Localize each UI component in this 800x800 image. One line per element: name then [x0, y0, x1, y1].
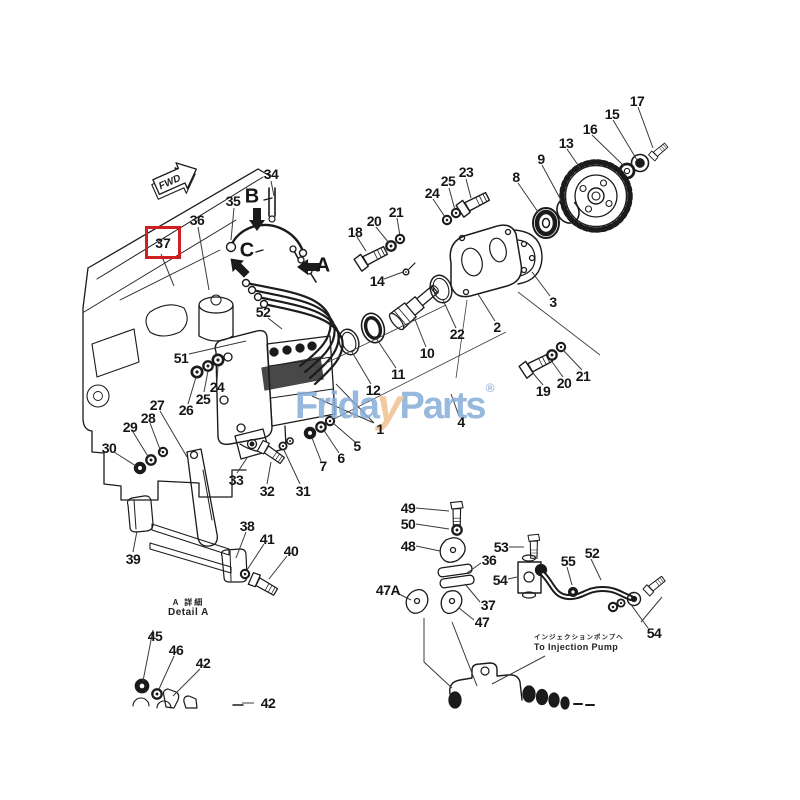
timing-gear — [559, 159, 633, 233]
fwd-arrow-label: FWD — [151, 162, 197, 200]
detail-a-japanese: A 詳細 — [172, 598, 205, 607]
logo-y-swoosh-icon: y — [376, 379, 403, 431]
leader-lines — [113, 106, 663, 704]
bottom-pump-partial — [448, 662, 595, 710]
to-injection-pump-english: To Injection Pump — [534, 642, 619, 653]
registered-mark: ® — [485, 381, 495, 395]
logo-text-frida: Frida — [295, 385, 380, 427]
highlighted-part-37: 37 — [145, 226, 181, 259]
injection-pump-assembly — [214, 329, 336, 453]
gear-train-parts — [532, 141, 670, 239]
to-injection-pump-caption: インジェクションポンプへ To Injection Pump — [534, 634, 624, 653]
to-injection-pump-japanese: インジェクションポンプへ — [534, 634, 624, 641]
exploded-pipe — [225, 187, 308, 258]
linkage-detail — [126, 495, 280, 599]
pump-shaft-parts — [338, 262, 453, 356]
logo-text-parts: Parts — [399, 385, 487, 427]
arrow-c-icon — [224, 252, 254, 282]
lever-and-bracket — [186, 428, 287, 547]
direction-arrows — [224, 197, 321, 282]
detail-a-caption: A 詳細 Detail A — [168, 598, 209, 619]
small-parts-bottom-left — [132, 678, 244, 709]
fridayparts-watermark: FridayParts® — [295, 379, 495, 428]
fuel-filter — [198, 294, 234, 342]
detail-a-english: Detail A — [168, 607, 209, 619]
pump-body — [449, 224, 543, 298]
clamp-hose-group — [405, 500, 668, 615]
